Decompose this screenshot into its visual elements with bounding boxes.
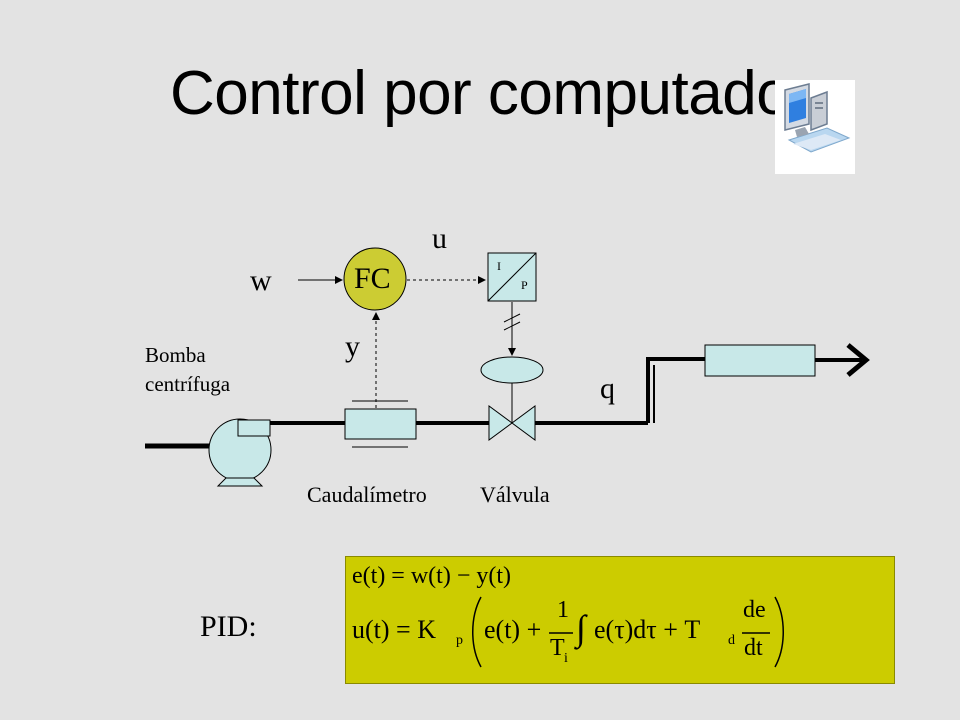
left-paren — [472, 596, 482, 668]
frac2-bar — [742, 632, 770, 634]
control-valve — [480, 356, 544, 441]
control-equation-lhs: u(t) = K — [352, 615, 436, 644]
frac1-denominator: T — [550, 635, 565, 661]
error-term: e(t) + — [484, 615, 542, 644]
control-signal-label: u — [432, 222, 447, 255]
controller-label: FC — [354, 262, 391, 295]
integral-sign: ∫ — [576, 608, 586, 648]
flow-label: q — [600, 372, 615, 405]
flowmeter-label: Caudalímetro — [307, 482, 427, 507]
frac2-denominator: dt — [744, 635, 763, 661]
computer-network-icon — [775, 80, 855, 174]
valve-label: Válvula — [480, 482, 550, 507]
ti-subscript: i — [564, 651, 568, 666]
measurement-label: y — [345, 330, 360, 363]
frac1-bar — [549, 632, 573, 634]
slide-title: Control por computador — [170, 59, 811, 128]
flow-controller — [343, 247, 407, 311]
right-paren — [774, 596, 784, 668]
flowmeter — [344, 400, 417, 448]
frac1-numerator: 1 — [557, 597, 569, 623]
pump-label-line1: Bomba — [145, 343, 206, 367]
ip-transducer — [487, 252, 537, 302]
pneumatic-tick-1 — [503, 313, 521, 323]
outlet-arrow-head — [846, 343, 870, 377]
td-subscript: d — [728, 633, 735, 648]
transducer-input-label: I — [497, 259, 501, 273]
transducer-output-label: P — [521, 278, 528, 292]
frac2-numerator: de — [743, 597, 766, 623]
setpoint-label: w — [250, 264, 272, 297]
integrand-term: e(τ)dτ + T — [594, 615, 701, 644]
kp-subscript: p — [456, 633, 463, 648]
pump-label-line2: centrífuga — [145, 372, 231, 396]
pid-label: PID: — [200, 610, 257, 643]
outlet-element — [704, 344, 816, 377]
centrifugal-pump — [208, 418, 272, 487]
pid-formula-box: e(t) = w(t) − y(t) u(t) = K p e(t) + 1 T… — [345, 556, 895, 684]
pneumatic-tick-2 — [503, 321, 521, 331]
error-equation: e(t) = w(t) − y(t) — [352, 563, 512, 589]
